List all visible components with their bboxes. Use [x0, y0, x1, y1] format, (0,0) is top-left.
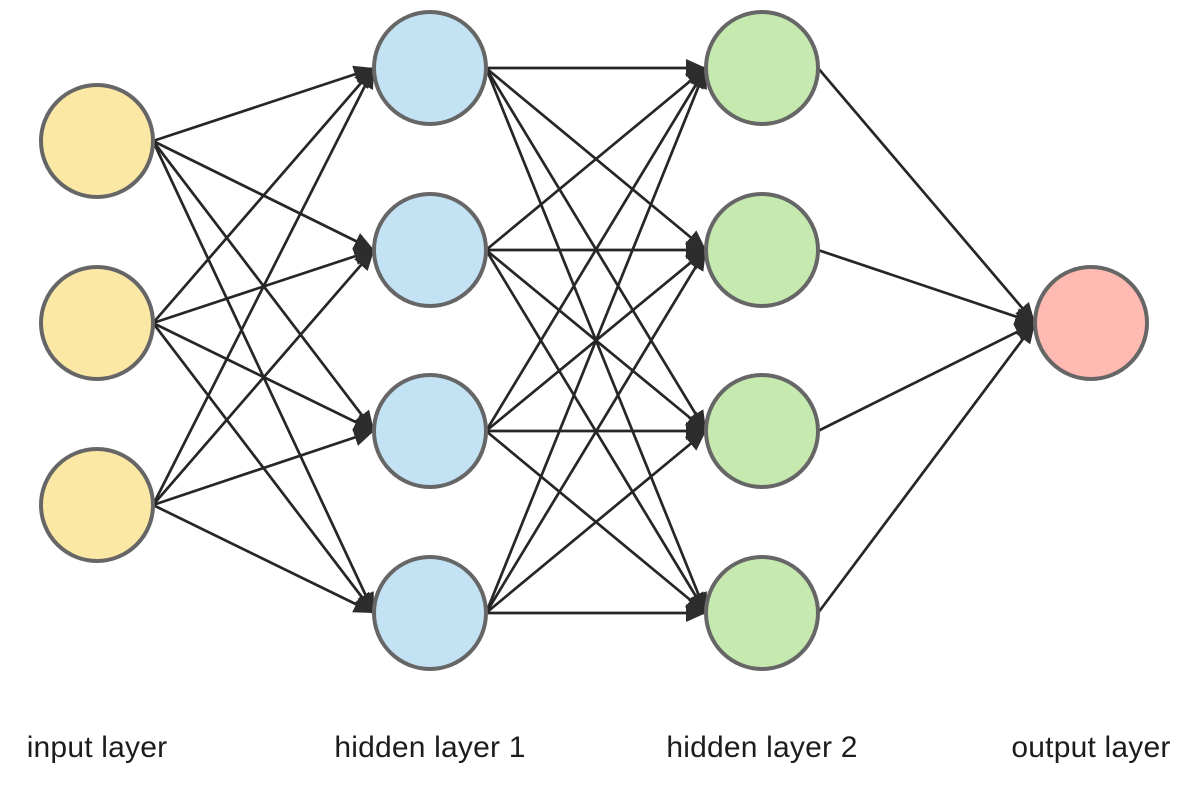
edge-hidden1-to-hidden2	[484, 249, 708, 614]
layer-label-output: output layer	[1011, 731, 1171, 764]
edge-hidden2-to-output	[817, 321, 1036, 433]
layer-label-hidden1: hidden layer 1	[334, 731, 526, 764]
edge-hidden2-to-output	[817, 248, 1036, 326]
node-input-2	[39, 265, 155, 381]
node-hidden1-2	[372, 192, 488, 308]
edge-input-to-hidden1	[152, 65, 375, 143]
node-output-1	[1033, 265, 1149, 381]
edges-group	[151, 59, 1037, 622]
node-input-1	[39, 83, 155, 199]
node-hidden2-1	[704, 10, 820, 126]
node-hidden2-3	[704, 373, 820, 489]
edge-hidden1-to-hidden2	[485, 429, 707, 615]
nodes-group	[39, 10, 1149, 671]
node-hidden1-4	[372, 555, 488, 671]
edge-input-to-hidden1	[151, 249, 376, 506]
edge-input-to-hidden1	[152, 503, 375, 615]
edge-hidden1-to-hidden2	[485, 66, 707, 252]
node-hidden1-1	[372, 10, 488, 126]
layer-label-input: input layer	[26, 731, 168, 764]
node-hidden2-4	[704, 555, 820, 671]
edge-input-to-hidden1	[151, 67, 376, 324]
edge-hidden2-to-output	[816, 67, 1037, 324]
edge-hidden1-to-hidden2	[484, 67, 708, 432]
edge-input-to-hidden1	[152, 428, 375, 507]
edge-hidden1-to-hidden2	[484, 67, 708, 614]
edge-input-to-hidden1	[151, 67, 376, 506]
edge-hidden2-to-output	[816, 322, 1037, 614]
node-hidden1-3	[372, 373, 488, 489]
node-hidden2-2	[704, 192, 820, 308]
node-input-3	[39, 447, 155, 563]
layer-label-hidden2: hidden layer 2	[666, 731, 858, 764]
